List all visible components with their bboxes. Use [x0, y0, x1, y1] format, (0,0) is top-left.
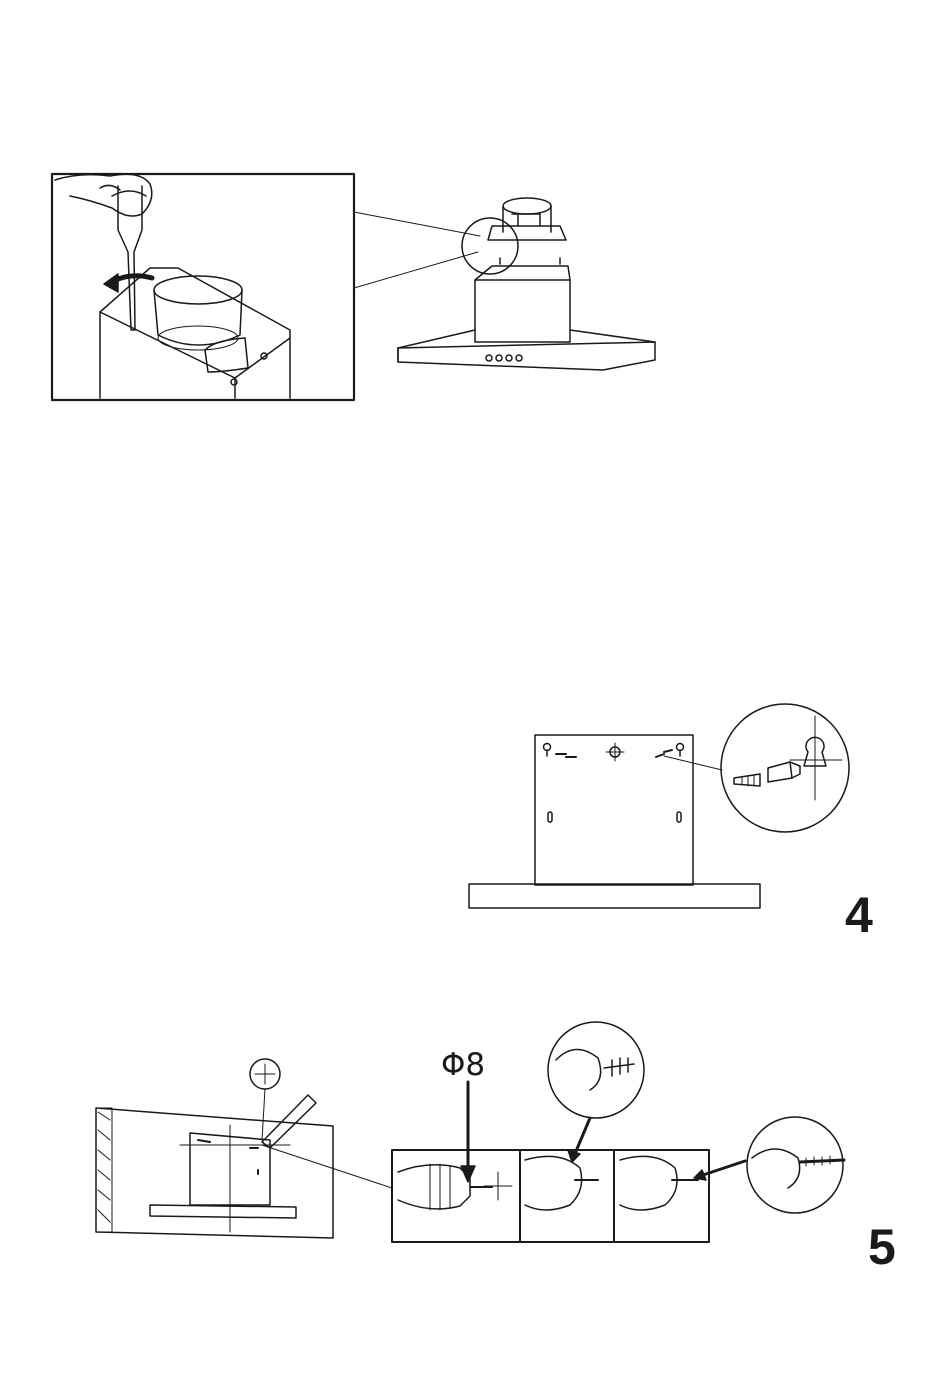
hood-back-panel-icon	[469, 735, 760, 908]
screwdriver-detail-icon	[52, 174, 354, 400]
step-number-4: 4	[845, 890, 873, 940]
wall-anchor-detail-icon	[721, 704, 849, 832]
drill-size-label: Φ8	[441, 1047, 485, 1083]
wall-marking-icon	[96, 1059, 392, 1238]
range-hood-exploded-icon	[398, 198, 655, 370]
step-number-5: 5	[868, 1222, 896, 1272]
